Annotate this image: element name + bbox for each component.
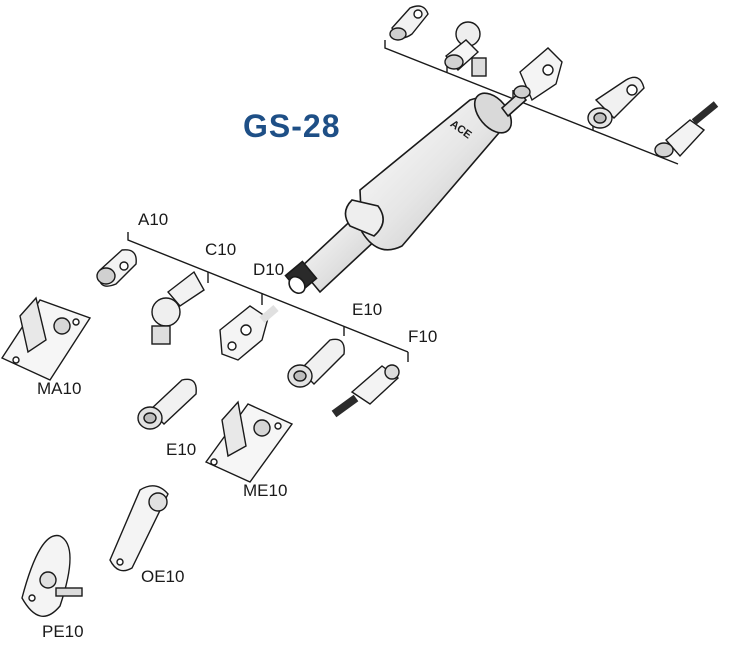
label-e10: E10 <box>166 440 197 459</box>
gas-spring-cylinder: ACE <box>284 90 528 295</box>
f10-stud <box>331 364 400 418</box>
label-e10-upper: E10 <box>352 300 383 319</box>
label-d10: D10 <box>253 260 285 279</box>
upper-a10-eye <box>389 5 429 41</box>
e10-rod-end <box>137 378 197 430</box>
label-f10: F10 <box>408 327 438 346</box>
label-a10: A10 <box>138 210 169 229</box>
lower-accessories <box>0 249 400 617</box>
upper-d10-clevis <box>513 47 563 102</box>
e10-rod-end-upper <box>287 338 345 388</box>
upper-accessories <box>389 5 719 158</box>
product-title: GS-28 <box>243 108 341 144</box>
ma10-bracket <box>0 296 92 381</box>
d10-clevis <box>219 304 279 361</box>
a10-eye <box>96 249 137 287</box>
me10-bracket <box>204 400 294 483</box>
c10-ball-socket <box>151 270 205 345</box>
upper-c10-ball-socket <box>444 21 487 77</box>
upper-connector-line <box>384 40 679 165</box>
pe10-bracket <box>21 534 83 617</box>
lower-connector-line <box>127 232 409 353</box>
label-me10: ME10 <box>243 481 288 500</box>
upper-f10-stud <box>654 101 719 158</box>
label-oe10: OE10 <box>141 567 185 586</box>
label-ma10: MA10 <box>37 379 82 398</box>
oe10-bracket <box>109 485 169 572</box>
label-pe10: PE10 <box>42 622 84 641</box>
upper-e10-rod-end <box>587 76 645 129</box>
label-c10: C10 <box>205 240 237 259</box>
